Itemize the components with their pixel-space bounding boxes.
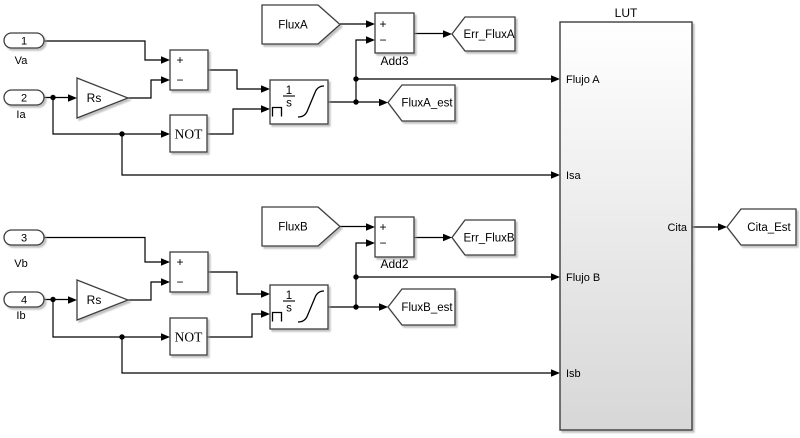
junction-dot [353,274,359,280]
integrator-b[interactable]: 1 s [269,284,329,330]
goto-tag-shape[interactable] [451,16,516,52]
gain-rs-a[interactable]: Rs [76,77,130,119]
inport-number: 2 [21,93,27,105]
lut-title: LUT [615,6,638,20]
add-rect[interactable] [374,12,415,54]
saturation-integral-icon [297,85,325,118]
lut-input-label: Isa [566,170,582,182]
from-tag-shape[interactable] [261,4,341,45]
sum-rect[interactable] [169,251,209,293]
junction-dot [353,304,359,310]
gain-rs-b[interactable]: Rs [76,279,130,321]
junction-dot [50,296,56,303]
from-tag-label: FluxB [278,222,308,234]
inport-number: 1 [21,36,27,48]
goto-tag-label: FluxB_est [401,302,453,314]
goto-tag-label: FluxA_est [401,98,453,110]
goto-tag-label: Cita_Est [747,222,791,234]
integrator-denominator: s [286,303,292,315]
gain-label: Rs [87,91,102,105]
goto-tag-shape[interactable] [726,208,797,246]
not-rect[interactable] [169,114,208,153]
goto-tag-err-fluxa[interactable]: Err_FluxA [451,16,516,52]
not-rect[interactable] [169,317,208,356]
wire-junction-dots [50,76,359,340]
goto-tag-cita-est[interactable]: Cita_Est [726,208,797,246]
goto-tag-shape[interactable] [387,84,456,122]
sum-block-a[interactable]: + − [169,49,209,91]
goto-tag-label: Err_FluxB [463,233,514,245]
signal-wires [44,23,718,374]
junction-dot [119,131,125,137]
add-block-name: Add3 [380,54,408,68]
gain-triangle[interactable] [76,77,130,119]
goto-tag-err-fluxb[interactable]: Err_FluxB [451,219,516,256]
lut-input-label: Isb [566,368,581,380]
inport-label: Va [15,55,29,67]
goto-tag-fluxb-est[interactable]: FluxB_est [387,288,456,326]
inport-2-ia[interactable]: 2 Ia [3,89,45,121]
inport-label: Ib [16,310,25,322]
from-tag-shape[interactable] [261,206,341,247]
inport-4-ib[interactable]: 4 Ib [3,291,45,322]
reset-pulse-icon [271,106,283,117]
minus-sign: − [379,33,386,47]
lut-rect[interactable] [559,21,693,431]
lut-input-label: Flujo B [566,272,600,284]
not-block-b[interactable]: NOT [169,317,208,356]
inport-3-vb[interactable]: 3 Vb [3,229,45,270]
from-tag-fluxa[interactable]: FluxA [261,4,341,45]
lut-output-label: Cita [667,222,687,234]
gain-label: Rs [87,293,102,307]
add-rect[interactable] [374,216,415,258]
plus-sign: + [176,255,183,269]
inport-label: Ia [16,109,26,121]
integrator-a[interactable]: 1 s [269,79,329,125]
sum-rect[interactable] [169,49,209,91]
plus-sign: + [379,17,386,31]
not-block-a[interactable]: NOT [169,114,208,153]
minus-sign: − [176,73,183,87]
plus-sign: + [379,220,386,234]
junction-dot [50,94,56,101]
reset-pulse-icon [271,311,283,322]
inport-oval[interactable] [3,291,45,308]
add-block-name: Add2 [380,257,408,271]
lut-input-label: Flujo A [566,74,600,86]
integrator-denominator: s [286,98,292,110]
goto-tag-label: Err_FluxA [463,29,514,41]
minus-sign: − [176,275,183,289]
lut-subsystem-block[interactable]: LUT Flujo A Isa Flujo B Isb Cita [559,6,693,431]
inport-number: 4 [21,295,27,307]
add3-block[interactable]: + − Add3 [374,12,415,68]
inport-number: 3 [21,233,27,245]
gain-triangle[interactable] [76,279,130,321]
minus-sign: − [379,236,386,250]
inport-oval[interactable] [3,229,45,246]
from-tag-fluxb[interactable]: FluxB [261,206,341,247]
inport-label: Vb [14,258,27,270]
junction-dot [119,334,125,340]
integrator-numerator: 1 [286,85,292,97]
add2-block[interactable]: + − Add2 [374,216,415,271]
from-tag-label: FluxA [278,20,308,32]
saturation-integral-icon [297,290,325,323]
inport-oval[interactable] [3,32,45,49]
inport-oval[interactable] [3,89,45,106]
goto-tag-fluxa-est[interactable]: FluxA_est [387,84,456,122]
not-label: NOT [175,127,203,142]
inport-1-va[interactable]: 1 Va [3,32,45,67]
not-label: NOT [175,330,203,345]
goto-tag-shape[interactable] [451,219,516,256]
sum-block-b[interactable]: + − [169,251,209,293]
integrator-numerator: 1 [286,290,292,302]
junction-dot [353,76,359,82]
plus-sign: + [176,53,183,67]
goto-tag-shape[interactable] [387,288,456,326]
junction-dot [353,99,359,105]
